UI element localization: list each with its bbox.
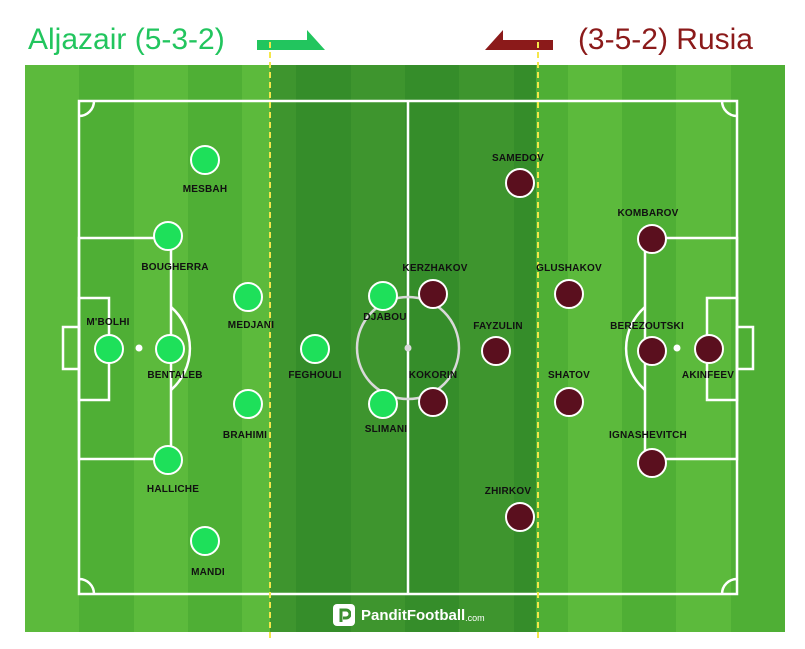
away-player-name: GLUSHAKOV: [536, 263, 602, 274]
home-team-title: Aljazair (5-3-2): [28, 23, 225, 56]
panditfootball-logo-icon: [333, 604, 355, 626]
home-player-name: M'BOLHI: [86, 317, 130, 328]
arrow-left-icon: [485, 30, 553, 50]
home-player-name: BENTALEB: [147, 370, 203, 381]
dashed-line-right: [537, 42, 539, 638]
away-player-marker: [554, 387, 584, 417]
pitch-markings: [61, 99, 755, 596]
away-player-name: FAYZULIN: [473, 321, 523, 332]
away-player-marker: [637, 336, 667, 366]
away-team-title: (3-5-2) Rusia: [577, 23, 753, 56]
home-player-name: MESBAH: [182, 184, 228, 195]
home-player-marker: [190, 145, 220, 175]
home-player-marker: [233, 282, 263, 312]
home-player-name: MANDI: [191, 567, 225, 578]
home-player-name: FEGHOULI: [288, 370, 342, 381]
away-player-marker: [505, 168, 535, 198]
brand-name: PanditFootball: [361, 606, 466, 624]
away-player-marker: [637, 224, 667, 254]
home-player-marker: [153, 445, 183, 475]
away-player-name: ZHIRKOV: [484, 486, 532, 497]
home-player-marker: [155, 334, 185, 364]
home-player-marker: [153, 221, 183, 251]
away-player-marker: [505, 502, 535, 532]
pitch-stripe: [405, 65, 461, 632]
brand-watermark: PanditFootball .com: [333, 602, 485, 628]
away-player-name: IGNASHEVITCH: [609, 430, 687, 441]
away-player-marker: [481, 336, 511, 366]
pitch-stripe: [567, 65, 624, 632]
dashed-line-left: [269, 42, 271, 638]
home-player-marker: [233, 389, 263, 419]
pitch-stripe: [25, 65, 81, 632]
home-player-name: HALLICHE: [146, 484, 200, 495]
away-player-name: SHATOV: [548, 370, 590, 381]
home-player-marker: [368, 389, 398, 419]
away-player-marker: [418, 387, 448, 417]
away-player-marker: [418, 279, 448, 309]
pitch-stripe: [513, 65, 569, 632]
home-player-marker: [368, 281, 398, 311]
arrow-right-icon: [257, 30, 325, 50]
pitch-stripe: [350, 65, 406, 632]
away-player-name: KOKORIN: [408, 370, 458, 381]
away-player-name: SAMEDOV: [492, 153, 544, 164]
pitch-stripe: [730, 65, 785, 632]
away-player-name: KOMBAROV: [617, 208, 679, 219]
home-player-marker: [190, 526, 220, 556]
brand-domain: .com: [465, 612, 485, 623]
away-player-name: AKINFEEV: [681, 370, 735, 381]
away-player-marker: [694, 334, 724, 364]
home-player-name: BOUGHERRA: [141, 262, 209, 273]
away-player-marker: [554, 279, 584, 309]
home-player-name: SLIMANI: [364, 424, 408, 435]
away-player-name: KERZHAKOV: [402, 263, 468, 274]
football-pitch: PanditFootball .com: [25, 65, 785, 632]
home-player-name: DJABOU: [363, 312, 407, 323]
home-player-name: BRAHIMI: [222, 430, 268, 441]
home-player-name: MEDJANI: [227, 320, 275, 331]
away-player-marker: [637, 448, 667, 478]
away-player-name: BEREZOUTSKI: [610, 321, 684, 332]
home-player-marker: [300, 334, 330, 364]
home-player-marker: [94, 334, 124, 364]
